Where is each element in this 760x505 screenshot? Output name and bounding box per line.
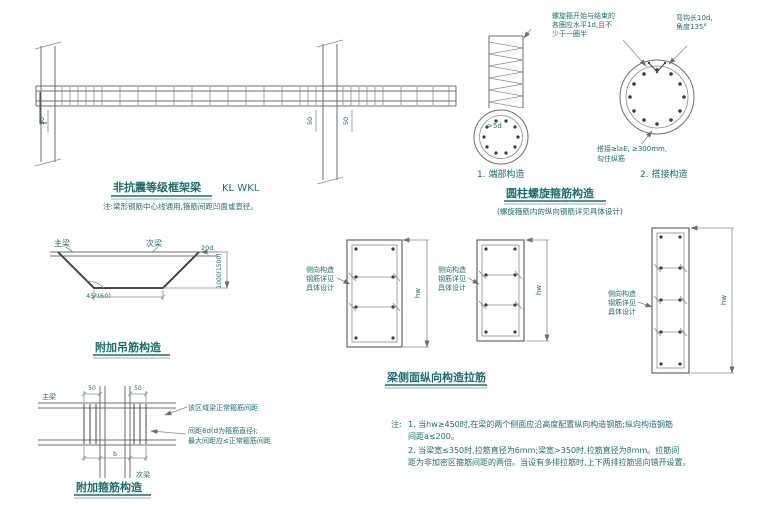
section-a-label-line2: 钢筋详见 <box>306 274 334 283</box>
section-a-label-line3: 具体设计 <box>306 283 334 292</box>
plan-dim-50-left: 50 <box>88 385 96 392</box>
beam-section-c-figure: hw 侧向构造 钢筋详见 具体设计 <box>608 228 734 373</box>
lap-note-start-line1: 螺旋箍开始与结束的 <box>552 11 615 20</box>
section-c-dim-h: hw <box>720 295 728 305</box>
general-notes-line2: 间距a≤200。 <box>408 432 459 441</box>
general-notes-line4: 距为非加密区箍筋间距的两倍。当设有多排拉筋时,上下两排拉筋竖向错开设置。 <box>408 457 691 467</box>
added-stirrup-title: 附加箍筋构造 <box>76 480 143 494</box>
beam-elevation-title: 非抗震等级框架梁 <box>113 180 202 194</box>
section-c-label-line3: 具体设计 <box>608 307 636 316</box>
beam-dim-50-mid-left: 50 <box>306 117 314 125</box>
added-stirrup-plan-figure: 50 50 b 主梁 次梁 该区域梁正常箍筋间距 间距8d(d为箍筋直径); 最… <box>38 385 271 479</box>
column-detail-title: 圆柱螺旋箍筋构造 <box>506 186 595 200</box>
beam-section-a-figure: hw 侧向构造 钢筋详见 具体设计 <box>306 240 429 347</box>
section-b-label-line1: 侧向构造 <box>438 265 466 274</box>
section-c-label-line2: 钢筋详见 <box>608 298 636 307</box>
lap-note-lap-line2: 勾住纵筋 <box>597 154 625 163</box>
beam-section-b-figure: hw 侧向构造 钢筋详见 具体设计 <box>438 240 549 341</box>
general-notes-line3: 2. 当梁宽≤350时,拉筋直径为6mm;梁宽>350时,拉筋直径为8mm。拉筋… <box>408 445 679 455</box>
lap-note-start-line2: 各圈应水平1d,且不 <box>552 20 612 29</box>
general-notes: 注: 1. 当hw≥450时,在梁的两个侧面应沿高度配置纵向构造钢筋;纵向构造钢… <box>391 419 691 467</box>
plan-note-region: 该区域梁正常箍筋间距 <box>188 403 258 412</box>
general-notes-prefix: 注: <box>391 419 402 429</box>
section-a-dim-h: hw <box>414 288 422 298</box>
hanging-main-beam-label: 主梁 <box>54 238 70 248</box>
beam-elevation-code: KL WKL <box>222 183 260 194</box>
lap-note-hook-line2: 角度135° <box>676 22 707 31</box>
beam-sections-title: 梁侧面纵向构造拉筋 <box>386 370 486 384</box>
column-detail-subtitle: (螺旋箍筋内的纵向钢筋详见具体设计) <box>497 206 623 216</box>
hanging-dim-20d: 20d <box>201 244 213 252</box>
general-notes-line1: 1. 当hw≥450时,在梁的两个侧面应沿高度配置纵向构造钢筋;纵向构造钢筋 <box>408 419 673 429</box>
spiral-lap-figure: 螺旋箍开始与结束的 各圈应水平1d,且不 少于一圈半 弯钩长10d, 角度135… <box>552 11 713 180</box>
end-detail-label: >5d <box>487 122 502 130</box>
plan-note-spacing-line2: 最大间距应≤正常箍筋间距 <box>188 436 271 445</box>
section-b-label-line3: 具体设计 <box>438 283 466 292</box>
section-b-label-line2: 钢筋详见 <box>438 274 466 283</box>
lap-detail-caption: 2. 搭接构造 <box>640 168 687 180</box>
spiral-end-figure: >5d 1. 端部构造 <box>473 28 532 180</box>
hanging-bar-figure: 主梁 次梁 20d 45°(60) 1000(1500) <box>50 238 228 300</box>
beam-elevation-caption: 非抗震等级框架梁 KL WKL 注:梁形钢筋中心线通用,箍筋间距凹面或直径。 <box>103 180 260 211</box>
hanging-angle-label: 45°(60) <box>86 292 111 300</box>
hanging-bar-title: 附加吊筋构造 <box>95 340 162 354</box>
hanging-dim-height: 1000(1500) <box>216 253 223 288</box>
plan-main-beam-label: 主梁 <box>42 392 56 401</box>
beam-dim-50-mid-right: 50 <box>342 117 350 125</box>
section-a-label-line1: 侧向构造 <box>306 265 334 274</box>
beam-dim-50-left: 50 <box>38 117 46 125</box>
section-c-label-line1: 侧向构造 <box>608 289 636 298</box>
plan-secondary-beam-label: 次梁 <box>136 470 150 479</box>
lap-note-start-line3: 少于一圈半 <box>552 29 587 38</box>
plan-dim-50-right: 50 <box>134 385 142 392</box>
beam-sections-caption: 梁侧面纵向构造拉筋 <box>385 370 487 389</box>
beam-elevation-note: 注:梁形钢筋中心线通用,箍筋间距凹面或直径。 <box>103 201 258 211</box>
lap-note-hook-line1: 弯钩长10d, <box>676 13 713 22</box>
hanging-secondary-beam-label: 次梁 <box>146 238 162 248</box>
column-detail-caption: 圆柱螺旋箍筋构造 (螺旋箍筋内的纵向钢筋详见具体设计) <box>497 186 623 216</box>
plan-note-spacing-line1: 间距8d(d为箍筋直径); <box>188 426 258 435</box>
end-detail-caption: 1. 端部构造 <box>477 168 524 180</box>
hanging-bar-caption: 附加吊筋构造 <box>93 340 170 359</box>
beam-elevation-figure: 50 50 50 <box>34 39 457 185</box>
lap-note-lap-line1: 搭接≥laE, ≥300mm, <box>597 144 667 153</box>
section-b-dim-h: hw <box>535 285 543 295</box>
plan-dim-width: b <box>113 451 117 458</box>
added-stirrup-caption: 附加箍筋构造 <box>74 480 151 499</box>
